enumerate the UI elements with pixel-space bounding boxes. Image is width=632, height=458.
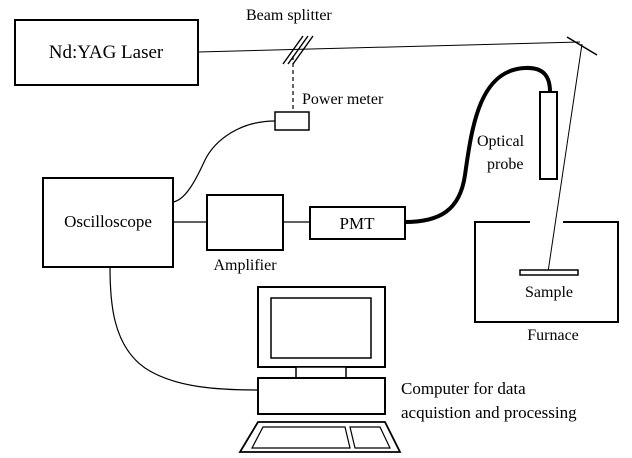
pmt-box bbox=[309, 206, 406, 240]
oscilloscope-box bbox=[42, 177, 174, 268]
beam-splitter-label: Beam splitter bbox=[246, 7, 332, 24]
optical-fiber bbox=[403, 65, 552, 224]
laser-label: Nd:YAG Laser bbox=[49, 42, 164, 63]
oscilloscope-label: Oscilloscope bbox=[64, 212, 152, 231]
laser-box bbox=[14, 19, 199, 86]
furnace-box bbox=[474, 221, 619, 323]
power-meter-box bbox=[274, 111, 310, 131]
computer-label-line1: Computer for data bbox=[401, 379, 526, 398]
sample-plate bbox=[519, 269, 579, 276]
pmt-label: PMT bbox=[340, 214, 376, 233]
computer-cable bbox=[109, 266, 259, 391]
sample-label: Sample bbox=[525, 284, 573, 301]
optical-probe-label-line2: probe bbox=[487, 156, 523, 173]
optical-probe-label-line1: Optical bbox=[477, 133, 525, 150]
reflected-beam bbox=[547, 43, 583, 273]
optical-probe bbox=[539, 91, 558, 180]
amplifier-box bbox=[206, 194, 284, 251]
power-meter-cable bbox=[172, 120, 276, 203]
computer-label-line2: acquistion and processing bbox=[401, 403, 577, 422]
beam-splitter bbox=[282, 35, 314, 65]
furnace-label: Furnace bbox=[527, 327, 579, 344]
keyboard bbox=[238, 421, 402, 453]
computer-monitor bbox=[257, 286, 386, 379]
power-meter-label: Power meter bbox=[302, 91, 384, 108]
laser-beam bbox=[197, 41, 581, 53]
computer-base bbox=[257, 377, 386, 415]
amplifier-label: Amplifier bbox=[213, 257, 277, 274]
